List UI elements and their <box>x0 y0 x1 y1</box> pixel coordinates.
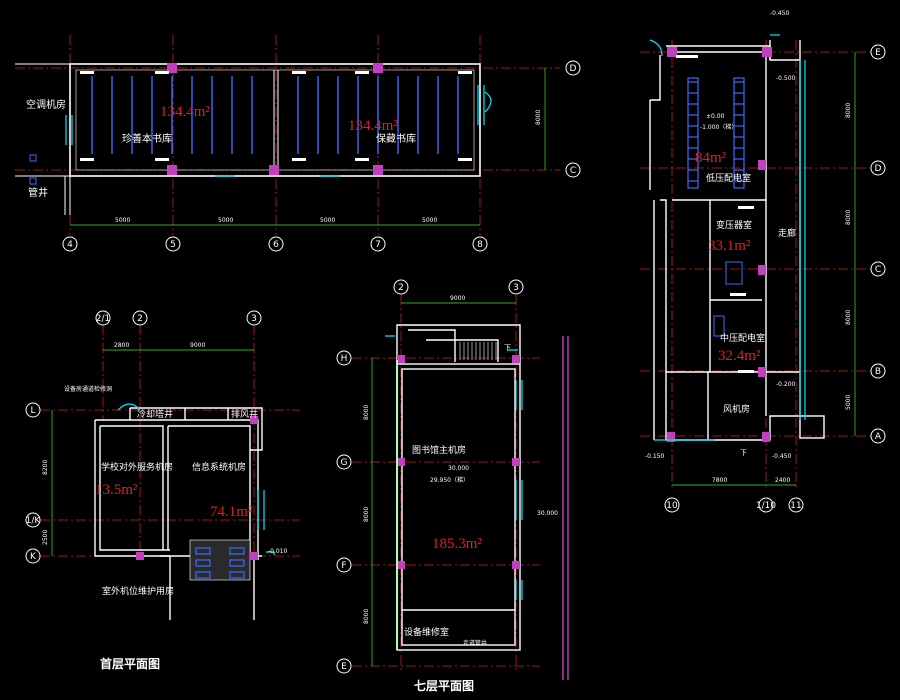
room-label-info-system: 信息系统机房 <box>192 461 246 473</box>
elevation-right-1: -0.450 <box>770 10 790 17</box>
axis-bubble-4: 4 <box>67 240 73 250</box>
axis-bubble-G: G <box>341 458 348 468</box>
elevation-seventh-3: 30.000 <box>537 510 558 517</box>
axis-bubble-2: 2 <box>137 314 143 324</box>
area-label-low-voltage: 84m² <box>695 150 727 166</box>
axis-bubble-H: H <box>341 354 348 364</box>
dim-seventh-top: 9000 <box>450 295 465 302</box>
area-label-school-service: 13.5m² <box>95 482 138 498</box>
stair-down-label: 下 <box>504 344 511 352</box>
room-label-storage-books: 保藏书库 <box>376 132 416 145</box>
drawing-title-seventh: 七层平面图 <box>414 679 474 693</box>
axis-bubble-right-D: D <box>875 164 882 174</box>
room-label-medium-voltage: 中压配电室 <box>720 332 765 344</box>
elevation-right-2: -0.500 <box>776 75 796 82</box>
axis-bubble-right-E: E <box>875 48 881 58</box>
dim-right-3: 8000 <box>845 310 852 325</box>
axis-bubble-right-B: B <box>875 367 881 377</box>
dim-right-1: 8000 <box>845 103 852 118</box>
axis-bubble-C: C <box>570 166 576 176</box>
elevation-right-7: -1.000（梯） <box>700 123 737 131</box>
axis-bubble-right-C: C <box>875 265 881 275</box>
dim-right-4: 5000 <box>845 395 852 410</box>
dim-seventh-1: 8000 <box>363 405 370 420</box>
axis-bubble-1K: 1/K <box>26 516 42 526</box>
dim-top-left-3: 5000 <box>320 217 335 224</box>
dim-seventh-2: 8000 <box>363 507 370 522</box>
room-label-air-conditioning: 空调机房 <box>26 98 66 111</box>
room-label-exhaust: 排风井 <box>231 408 258 420</box>
plan-seventh-floor: 9000 8000 8000 8000 <box>336 279 569 693</box>
elevation-right-3: -0.200 <box>776 381 796 388</box>
dim-top-left-2: 5000 <box>218 217 233 224</box>
axis-bubble-6: 6 <box>273 240 279 250</box>
axis-bubble-10: 10 <box>666 501 678 511</box>
plan-right-substation: 8000 8000 8000 5000 7800 2400 <box>640 10 886 513</box>
axis-bubble-2-1: 2/1 <box>96 314 110 324</box>
dim-top-left-vert: 8000 <box>535 110 542 125</box>
room-label-low-voltage: 低压配电室 <box>706 172 751 184</box>
elevation-right-4: -0.450 <box>772 453 792 460</box>
switchgear-cabinet <box>687 77 699 189</box>
dim-ground-4: 2500 <box>42 530 49 545</box>
elevation-ground: -0.010 <box>268 548 288 555</box>
dim-right-5: 7800 <box>712 477 727 484</box>
plan-ground-floor: 2800 9000 8200 2500 <box>25 310 300 671</box>
elevation-seventh-1: 30.000 <box>448 465 469 472</box>
axis-bubble-1-10: 1/10 <box>756 501 776 511</box>
axis-bubble-7f-2: 2 <box>398 283 404 293</box>
axis-bubble-11: 11 <box>790 501 801 511</box>
area-label-storage-books: 134.4m² <box>348 118 398 134</box>
dim-top-left-4: 5000 <box>422 217 437 224</box>
area-label-transformer: 33.1m² <box>708 238 751 254</box>
axis-bubble-right-A: A <box>875 432 882 442</box>
stair-down-label-right: 下 <box>740 449 747 457</box>
dim-right-2: 8000 <box>845 210 852 225</box>
room-label-outdoor-unit: 室外机位维护用房 <box>102 585 174 597</box>
room-label-school-service: 学校对外服务机房 <box>101 461 173 473</box>
room-label-cooling-tower: 冷却塔井 <box>137 408 173 420</box>
drawing-title-ground: 首层平面图 <box>100 656 160 671</box>
dim-ground-2: 9000 <box>190 342 205 349</box>
axis-bubble-D: D <box>570 64 577 74</box>
room-label-repair: 设备维修室 <box>404 626 449 638</box>
room-label-access-hatch: 设备房通道检修洞 <box>64 385 112 393</box>
dim-top-left-1: 5000 <box>115 217 130 224</box>
elevation-right-5: -0.150 <box>645 453 665 460</box>
axis-bubble-5: 5 <box>170 240 176 250</box>
dim-seventh-3: 8000 <box>363 609 370 624</box>
room-label-transformer: 变压器室 <box>716 219 752 231</box>
axis-bubble-F: F <box>341 561 346 571</box>
area-label-rare-books: 134.4m² <box>160 104 210 120</box>
dim-ground-3: 8200 <box>42 460 49 475</box>
elevation-right-6: ±0.00 <box>706 113 725 120</box>
dim-right-6: 2400 <box>775 477 790 484</box>
room-label-library-server: 图书馆主机房 <box>412 444 466 456</box>
switchgear-cabinet <box>733 77 745 189</box>
axis-bubble-8: 8 <box>477 240 483 250</box>
room-label-fan-room: 风机房 <box>723 403 750 415</box>
room-label-shaft: 管井 <box>28 186 48 199</box>
area-label-info-system: 74.1m² <box>210 504 253 520</box>
plan-top-left: 空调机房 管井 珍善本书库 保藏书库 134.4m² 134.4m² 5000 … <box>15 35 581 252</box>
axis-bubble-L: L <box>30 406 35 416</box>
elevation-seventh-2: 29.950（梯） <box>430 476 469 484</box>
axis-bubble-K: K <box>30 552 37 562</box>
room-label-rare-books: 珍善本书库 <box>122 132 172 145</box>
axis-bubble-7f-E: E <box>341 662 347 672</box>
dim-ground-1: 2800 <box>114 342 129 349</box>
area-label-medium-voltage: 32.4m² <box>718 348 761 364</box>
area-label-library-server: 185.3m² <box>432 536 482 552</box>
axis-bubble-7f-3: 3 <box>513 283 519 293</box>
room-label-corridor: 走廊 <box>778 227 796 239</box>
axis-bubble-3: 3 <box>251 314 257 324</box>
room-label-corridor-shaft: 走道管井 <box>463 639 487 647</box>
axis-bubble-7: 7 <box>375 240 381 250</box>
